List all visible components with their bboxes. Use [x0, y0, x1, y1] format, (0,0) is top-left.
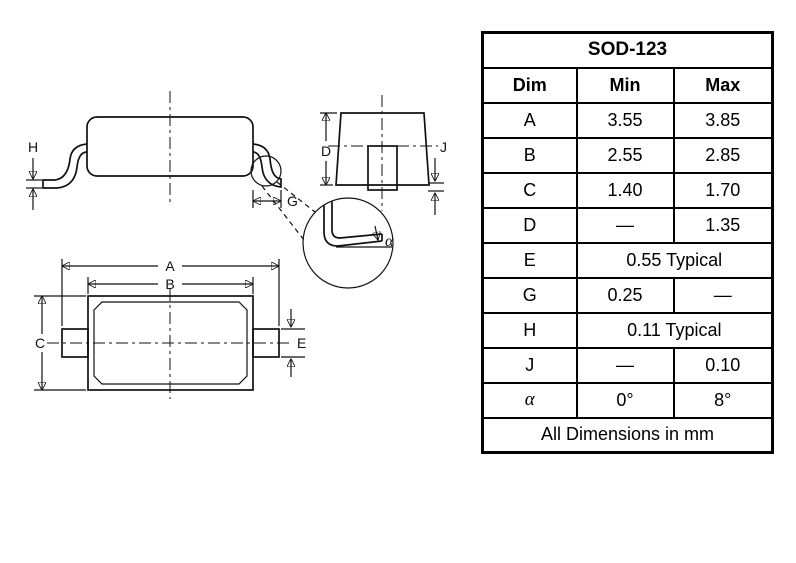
- max-cell: 1.70: [672, 171, 774, 209]
- dim-cell: G: [481, 276, 578, 314]
- table-row: E 0.55 Typical: [481, 241, 774, 279]
- dim-e: E: [281, 309, 306, 377]
- max-cell: 3.85: [672, 101, 774, 139]
- dim-label-h: H: [28, 139, 38, 155]
- dim-label-j: J: [440, 139, 447, 155]
- dim-j: J: [428, 139, 447, 215]
- min-cell: 1.40: [575, 171, 675, 209]
- sod123-dimension-table: SOD-123 Dim Min Max A 3.55 3.85 B 2.55 2…: [481, 31, 775, 454]
- col-header-max: Max: [672, 66, 774, 104]
- dim-c: C: [34, 295, 86, 391]
- detail-magnifier-circle: [302, 197, 394, 289]
- min-cell: —: [575, 346, 675, 384]
- col-header-min: Min: [575, 66, 675, 104]
- dim-label-b: B: [165, 276, 174, 292]
- package-body-end: [335, 112, 430, 186]
- left-lead-tab: [61, 328, 89, 358]
- body-inner-outline: [93, 301, 248, 385]
- table-row: C 1.40 1.70: [481, 171, 774, 209]
- end-view: [328, 95, 438, 211]
- detail-callout-circle: [250, 155, 282, 187]
- dim-d: D: [320, 112, 337, 186]
- dim-cell: α: [481, 381, 578, 419]
- dim-g: G: [252, 190, 298, 209]
- min-cell: —: [575, 206, 675, 244]
- dim-label-d: D: [321, 143, 331, 159]
- max-cell: —: [672, 276, 774, 314]
- dim-label-alpha: α: [385, 233, 394, 250]
- table-row: J — 0.10: [481, 346, 774, 384]
- dim-cell: A: [481, 101, 578, 139]
- right-lead: [252, 143, 282, 188]
- left-lead: [42, 143, 88, 189]
- table-row: B 2.55 2.85: [481, 136, 774, 174]
- dim-a: A: [61, 258, 280, 326]
- table-footer-row: All Dimensions in mm: [481, 416, 774, 454]
- dim-h: H: [26, 139, 42, 210]
- dim-label-g: G: [287, 193, 298, 209]
- package-outline-drawings: H G D J: [26, 91, 447, 399]
- typical-cell: 0.55 Typical: [575, 241, 774, 279]
- min-cell: 3.55: [575, 101, 675, 139]
- right-lead-tab: [252, 328, 280, 358]
- lead-profile-outer: [323, 205, 383, 247]
- top-view: [47, 289, 292, 399]
- side-view: [42, 91, 316, 241]
- detail-leader-line: [261, 185, 305, 241]
- dim-cell: H: [481, 311, 578, 349]
- lead-tab-end: [367, 145, 398, 191]
- dim-cell: B: [481, 136, 578, 174]
- max-cell: 8°: [672, 381, 774, 419]
- dim-label-a: A: [165, 258, 175, 274]
- dim-cell: D: [481, 206, 578, 244]
- table-row: α 0° 8°: [481, 381, 774, 419]
- bend-detail: α: [302, 197, 394, 289]
- table-title: SOD-123: [481, 31, 774, 69]
- col-header-dim: Dim: [481, 66, 578, 104]
- lead-profile-inner: [331, 201, 383, 239]
- dim-label-e: E: [297, 335, 306, 351]
- max-cell: 1.35: [672, 206, 774, 244]
- table-row: D — 1.35: [481, 206, 774, 244]
- max-cell: 0.10: [672, 346, 774, 384]
- table-row: H 0.11 Typical: [481, 311, 774, 349]
- dim-cell: E: [481, 241, 578, 279]
- table-header-row: Dim Min Max: [481, 66, 774, 104]
- table-row: A 3.55 3.85: [481, 101, 774, 139]
- detail-leader-line: [276, 181, 316, 213]
- table-row: G 0.25 —: [481, 276, 774, 314]
- dim-cell: J: [481, 346, 578, 384]
- dim-b: B: [87, 276, 254, 294]
- min-cell: 2.55: [575, 136, 675, 174]
- min-cell: 0.25: [575, 276, 675, 314]
- max-cell: 2.85: [672, 136, 774, 174]
- min-cell: 0°: [575, 381, 675, 419]
- package-body-side: [86, 116, 254, 177]
- dim-cell: C: [481, 171, 578, 209]
- typical-cell: 0.11 Typical: [575, 311, 774, 349]
- units-note: All Dimensions in mm: [481, 416, 774, 454]
- table-title-row: SOD-123: [481, 31, 774, 69]
- dim-label-c: C: [35, 335, 45, 351]
